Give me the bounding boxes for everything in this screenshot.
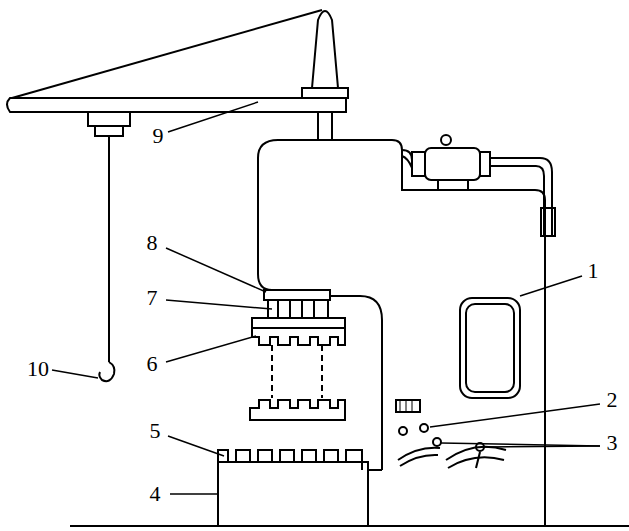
base bbox=[218, 462, 368, 526]
ram-plate bbox=[264, 290, 330, 300]
gauge bbox=[398, 448, 440, 466]
callout-number: 8 bbox=[147, 232, 158, 254]
die-line bbox=[252, 327, 345, 329]
crane-tie bbox=[12, 10, 322, 98]
control-knob bbox=[399, 427, 407, 435]
callout-number: 4 bbox=[150, 483, 161, 505]
control-panel bbox=[396, 400, 420, 412]
crane-hook bbox=[99, 362, 114, 381]
pipe bbox=[490, 158, 552, 236]
trolley-block bbox=[95, 126, 123, 136]
leader-line bbox=[166, 300, 272, 309]
gauge-needle bbox=[476, 452, 480, 468]
leader-line bbox=[168, 102, 258, 132]
control-knob bbox=[420, 424, 428, 432]
gauge-knob bbox=[433, 438, 441, 446]
leader-line bbox=[520, 276, 582, 296]
motor-end bbox=[412, 152, 425, 176]
callout-number: 10 bbox=[27, 358, 49, 380]
motor-knob bbox=[441, 135, 451, 145]
callout-number: 1 bbox=[588, 260, 599, 282]
callout-number: 2 bbox=[607, 389, 618, 411]
leader-line bbox=[166, 248, 266, 292]
callout-number: 7 bbox=[147, 287, 158, 309]
crane-rope bbox=[108, 136, 110, 362]
crane-collar bbox=[302, 88, 348, 98]
pipe-joint bbox=[541, 208, 555, 236]
callout-number: 3 bbox=[607, 432, 618, 454]
leader-line bbox=[484, 446, 600, 447]
callout-number: 6 bbox=[147, 353, 158, 375]
upper-die bbox=[252, 318, 345, 345]
ram-ribs bbox=[278, 300, 314, 318]
crane-boom bbox=[7, 98, 346, 112]
pipe bbox=[402, 150, 412, 168]
leader-line bbox=[170, 493, 218, 495]
leader-line bbox=[166, 336, 256, 362]
motor bbox=[425, 148, 480, 180]
frame-window bbox=[460, 298, 520, 398]
leader-line bbox=[52, 370, 98, 378]
leader-lines bbox=[52, 102, 600, 494]
leader-line bbox=[168, 436, 224, 456]
frame-window-inner bbox=[466, 304, 514, 392]
callout-number: 9 bbox=[153, 125, 164, 147]
trolley bbox=[88, 112, 130, 126]
crane-post bbox=[318, 112, 332, 140]
motor-end bbox=[480, 152, 490, 176]
work-table bbox=[218, 450, 362, 470]
die-lower-position bbox=[250, 400, 345, 420]
control-panel-lines bbox=[400, 400, 412, 412]
ram bbox=[268, 300, 328, 318]
leader-line bbox=[441, 443, 600, 446]
motor-foot bbox=[467, 180, 469, 190]
leader-line bbox=[430, 404, 600, 427]
motor-foot bbox=[437, 180, 439, 190]
crane-tower bbox=[312, 11, 338, 88]
callout-number: 5 bbox=[150, 420, 161, 442]
travel-line bbox=[272, 345, 322, 398]
